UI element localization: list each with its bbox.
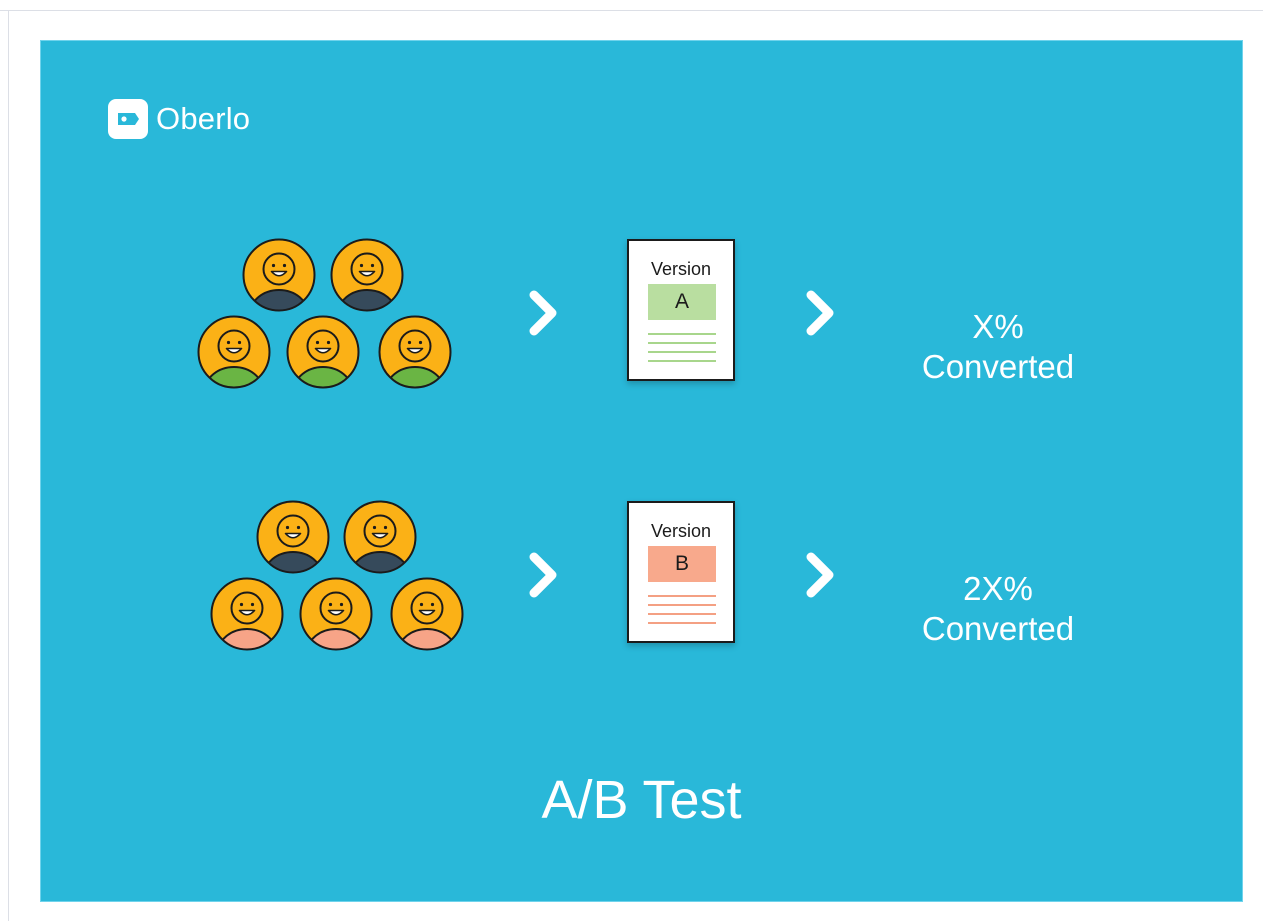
version-label: B bbox=[648, 546, 716, 582]
flow-row-version-b: Version B 2X% Converted bbox=[41, 493, 1242, 653]
landing-page-document: Version A bbox=[627, 239, 735, 381]
conversion-result: X% Converted bbox=[878, 307, 1118, 387]
smiling-person-icon bbox=[286, 315, 360, 389]
text-line bbox=[648, 360, 716, 362]
left-border bbox=[8, 10, 9, 921]
conversion-rate: X% bbox=[972, 308, 1024, 345]
top-border bbox=[0, 10, 1263, 11]
chevron-right-icon bbox=[529, 552, 557, 598]
text-line bbox=[648, 604, 716, 606]
text-line bbox=[648, 622, 716, 624]
text-line bbox=[648, 613, 716, 615]
smiling-person-icon bbox=[330, 238, 404, 312]
text-line bbox=[648, 595, 716, 597]
brand-name: Oberlo bbox=[156, 101, 251, 136]
tag-icon bbox=[108, 99, 148, 139]
landing-page-document: Version B bbox=[627, 501, 735, 643]
smiling-person-icon bbox=[210, 577, 284, 651]
diagram-title: A/B Test bbox=[541, 770, 742, 830]
audience-group bbox=[194, 231, 464, 391]
brand-logo: Oberlo bbox=[108, 99, 250, 139]
smiling-person-icon bbox=[343, 500, 417, 574]
flow-row-version-a: Version A X% Converted bbox=[41, 231, 1242, 391]
text-line bbox=[648, 333, 716, 335]
conversion-label: Converted bbox=[921, 348, 1075, 385]
smiling-person-icon bbox=[197, 315, 271, 389]
text-line bbox=[648, 351, 716, 353]
document-heading: Version bbox=[650, 259, 712, 279]
smiling-person-icon bbox=[242, 238, 316, 312]
infographic-panel: Oberlo Version A X% Converted bbox=[40, 40, 1243, 902]
document-heading: Version bbox=[650, 521, 712, 541]
conversion-label: Converted bbox=[921, 610, 1075, 647]
conversion-rate: 2X% bbox=[963, 570, 1033, 607]
text-line bbox=[648, 342, 716, 344]
smiling-person-icon bbox=[378, 315, 452, 389]
chevron-right-icon bbox=[529, 290, 557, 336]
chevron-right-icon bbox=[806, 290, 834, 336]
smiling-person-icon bbox=[256, 500, 330, 574]
smiling-person-icon bbox=[390, 577, 464, 651]
smiling-person-icon bbox=[299, 577, 373, 651]
conversion-result: 2X% Converted bbox=[878, 569, 1118, 649]
chevron-right-icon bbox=[806, 552, 834, 598]
version-label: A bbox=[648, 284, 716, 320]
audience-group bbox=[208, 493, 478, 653]
